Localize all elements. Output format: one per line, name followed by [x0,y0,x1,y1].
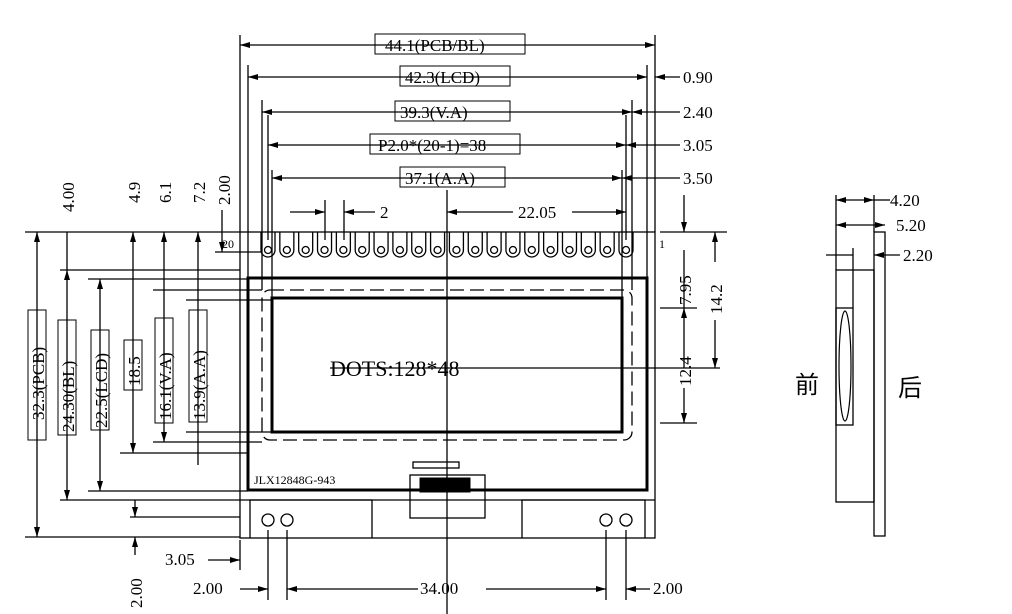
dim-61: 6.1 [156,182,175,203]
pin-pad [279,232,295,258]
front-view: DOTS:128*48 JLX12848G-943 1 20 [222,190,720,614]
pin-hole [508,245,518,255]
side-polarizer [835,307,854,426]
pin-pad [316,232,333,258]
dim-400: 4.00 [59,182,78,212]
dim-aa-width: 37.1(A.A) [405,169,475,188]
pin-pad [618,232,634,258]
fpc-block [419,477,471,493]
pin-pad [580,232,596,258]
dim-142: 14.2 [707,284,726,314]
pin-pad [448,232,465,258]
left-dimensions: 32.3(PCB) 24.30(BL) 22.5(LCD) 18.5 16.1(… [25,175,272,608]
dim-795: 7.95 [676,275,695,305]
dim-pcb-height: 32.3(PCB) [29,347,48,420]
pin-hole [339,245,348,255]
pin-1-label: 1 [659,237,665,251]
dim-bottom-200: 2.00 [127,578,146,608]
pin-hole [358,245,367,255]
pin-pad [486,232,502,258]
pin-hole [301,245,310,255]
dim-3400: 34.00 [420,579,458,598]
pin-20-label: 20 [222,237,234,251]
pin-hole [282,245,291,255]
side-pcb [873,231,886,537]
bottom-tab-left [249,499,373,538]
pin-pad [561,232,578,258]
dim-top-200: 2.00 [215,175,234,205]
pin-hole [452,245,461,255]
pin-pad [260,232,276,258]
bottom-pin [261,513,275,527]
dim-pcb-bl-width: 44.1(PCB/BL) [385,36,485,55]
pin-pad [392,232,408,258]
pin-pad [599,232,615,258]
pin-pad [354,232,370,258]
dim-124: 12.4 [676,356,695,386]
side-view: 4.20 5.20 2.20 前 后 [795,191,933,537]
dim-200-right: 2.00 [653,579,683,598]
pin-hole [395,245,405,255]
dim-center-offset: 22.05 [518,203,556,222]
connector-top [412,461,460,469]
dim-va-width: 39.3(V.A) [400,103,468,122]
pin-pad [542,232,559,258]
bottom-pin [599,513,613,527]
bottom-tab-right [521,499,646,538]
pin-pad [335,232,352,258]
pin-hole [546,245,555,255]
dim-49: 4.9 [125,182,144,203]
dim-offset-aa: 3.50 [683,169,713,188]
pin-hole [471,245,480,255]
dim-72: 7.2 [190,182,209,203]
pin-hole [584,245,593,255]
pin-hole [489,245,499,255]
pin-hole [320,245,329,255]
pin-pad [505,232,521,258]
dots-label: DOTS:128*48 [330,356,460,381]
dim-200-left: 2.00 [193,579,223,598]
pin-hole [565,245,574,255]
pin-pad [524,232,540,258]
pin-pad [373,232,389,258]
pin-hole [263,245,273,255]
pin-hole [414,245,423,255]
dim-lcd-height: 22.5(LCD) [92,353,111,428]
dim-aa-height: 13.9(A.A) [190,350,209,420]
dim-offset-lcd: 0.90 [683,68,713,87]
pin-pad [411,232,427,258]
front-label: 前 [795,372,819,399]
model-label: JLX12848G-943 [254,473,335,487]
dim-420: 4.20 [890,191,920,210]
right-dimensions: 7.95 12.4 14.2 [660,195,727,424]
top-dimensions: 44.1(PCB/BL) 42.3(LCD) 39.3(V.A) P2.0*(2… [239,33,713,298]
dim-305: 3.05 [165,550,195,569]
dim-bl-height: 24.30(BL) [59,361,78,432]
dim-185: 18.5 [125,356,144,386]
dim-offset-va: 2.40 [683,103,713,122]
dim-va-height: 16.1(V.A) [156,352,175,420]
pin-pad [467,232,483,258]
bottom-pin [280,513,294,527]
bottom-pin [619,513,633,527]
pin-hole [376,245,386,255]
dim-pin-pitch: 2 [380,203,389,222]
back-label: 后 [898,375,922,402]
pin-hole [433,245,442,255]
pin-hole [621,245,631,255]
bottom-dimensions: 3.05 2.00 34.00 2.00 [165,530,683,600]
pin-row [260,232,634,258]
dim-220: 2.20 [903,246,933,265]
side-body [835,269,875,503]
pin-pad [429,232,446,258]
dim-offset-pitch: 3.05 [683,136,713,155]
dim-pin-pitch-total: P2.0*(20-1)=38 [378,136,486,155]
fpc-connector [409,474,486,519]
pin-hole [603,245,612,255]
dim-520: 5.20 [896,216,926,235]
pin-pad [298,232,314,258]
pin-hole [527,245,536,255]
dim-lcd-width: 42.3(LCD) [405,68,480,87]
